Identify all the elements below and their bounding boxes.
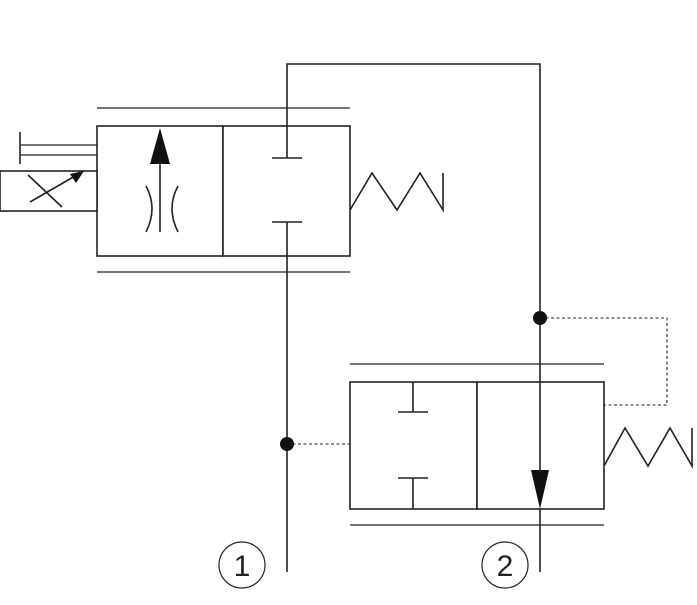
port-1-circle — [218, 541, 266, 589]
pilot-line-right — [540, 317, 668, 406]
upper-spring-icon — [349, 171, 444, 213]
port-2-circle — [481, 541, 529, 589]
port-2-label: 2 — [497, 550, 514, 583]
throttle-right-arc — [171, 185, 179, 233]
piping — [280, 63, 668, 572]
port-label-1: 1 — [218, 541, 266, 589]
upper-flow-arrow-icon — [150, 128, 170, 164]
upper-valve — [0, 107, 444, 273]
lower-spring-icon — [603, 426, 693, 469]
upper-to-lower-line — [286, 63, 541, 370]
lower-valve — [349, 363, 693, 526]
solenoid-variable-arrow-icon — [70, 171, 84, 183]
junction-dot-left — [280, 437, 294, 451]
lower-flow-arrow-icon — [531, 470, 549, 509]
throttle-left-arc — [145, 185, 153, 233]
port-1-label: 1 — [234, 550, 251, 583]
port-label-2: 2 — [481, 541, 529, 589]
solenoid-cross-line — [27, 174, 63, 208]
junction-dot-right — [533, 311, 547, 325]
